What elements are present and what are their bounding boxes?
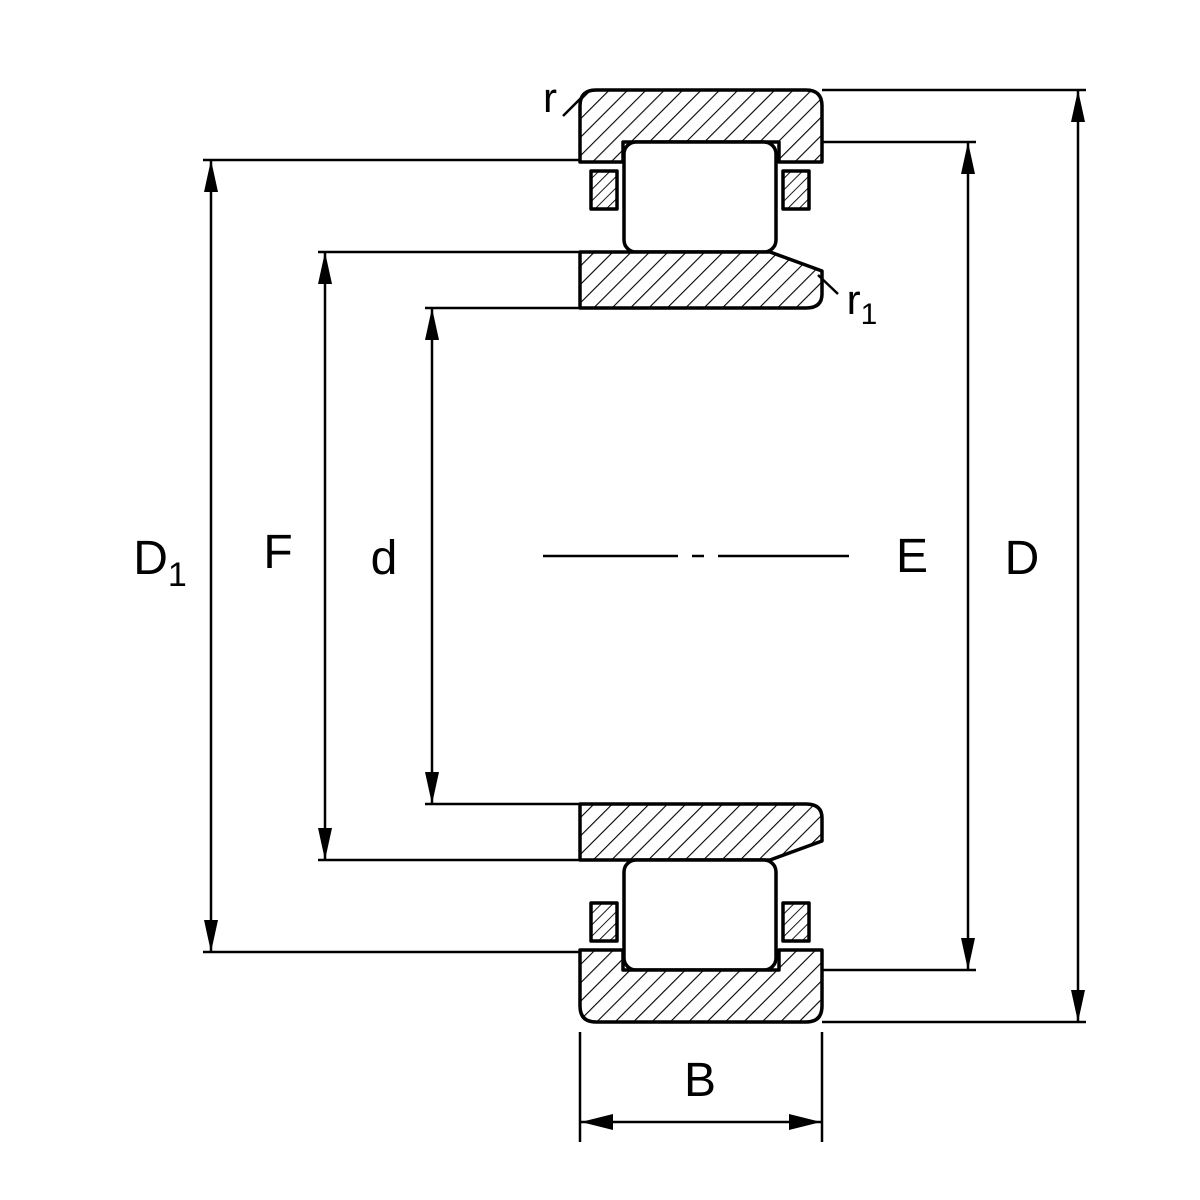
label-d1: D1: [133, 532, 187, 594]
outer-d-arrow-down: [1071, 990, 1085, 1022]
label-r1: r1: [847, 276, 878, 331]
inner-ring-bottom-section: [578, 802, 824, 862]
label-f: F: [263, 526, 292, 579]
roller-top: [622, 140, 778, 254]
label-d: d: [371, 532, 398, 585]
cage-bottom-left: [589, 901, 619, 943]
r-leader-line: [562, 94, 585, 117]
cage-top-left: [589, 169, 619, 211]
radius-r: r: [543, 74, 585, 121]
bearing-upper-half: [578, 88, 824, 310]
label-outer-d: D: [1005, 532, 1040, 585]
inner-ring-top-section: [578, 250, 824, 310]
dimension-d: d: [371, 306, 580, 806]
bearing-lower-half: [578, 802, 824, 1024]
dimension-outer-d: D: [822, 88, 1086, 1024]
label-e: E: [896, 530, 928, 583]
r1-leader-line: [817, 274, 839, 295]
cage-bottom-right: [781, 901, 811, 943]
b-arrow-left: [581, 1114, 613, 1130]
d1-arrow-up: [204, 160, 218, 192]
outer-ring-bottom-section: [578, 948, 824, 1024]
b-arrow-right: [789, 1114, 821, 1130]
radius-r1: r1: [817, 274, 878, 331]
outer-d-arrow-up: [1071, 90, 1085, 122]
dimension-f: F: [263, 250, 580, 862]
dimension-d1: D1: [133, 158, 580, 954]
d-arrow-up: [425, 308, 439, 340]
e-arrow-up: [961, 142, 975, 174]
f-arrow-up: [318, 252, 332, 284]
f-arrow-down: [318, 828, 332, 860]
dimension-e: E: [822, 140, 976, 972]
d-arrow-down: [425, 772, 439, 804]
label-b: B: [684, 1054, 716, 1107]
e-arrow-down: [961, 938, 975, 970]
label-r: r: [543, 74, 557, 121]
cage-top-right: [781, 169, 811, 211]
roller-bottom: [622, 858, 778, 972]
d1-arrow-down: [204, 920, 218, 952]
dimension-b: B: [578, 1032, 824, 1142]
